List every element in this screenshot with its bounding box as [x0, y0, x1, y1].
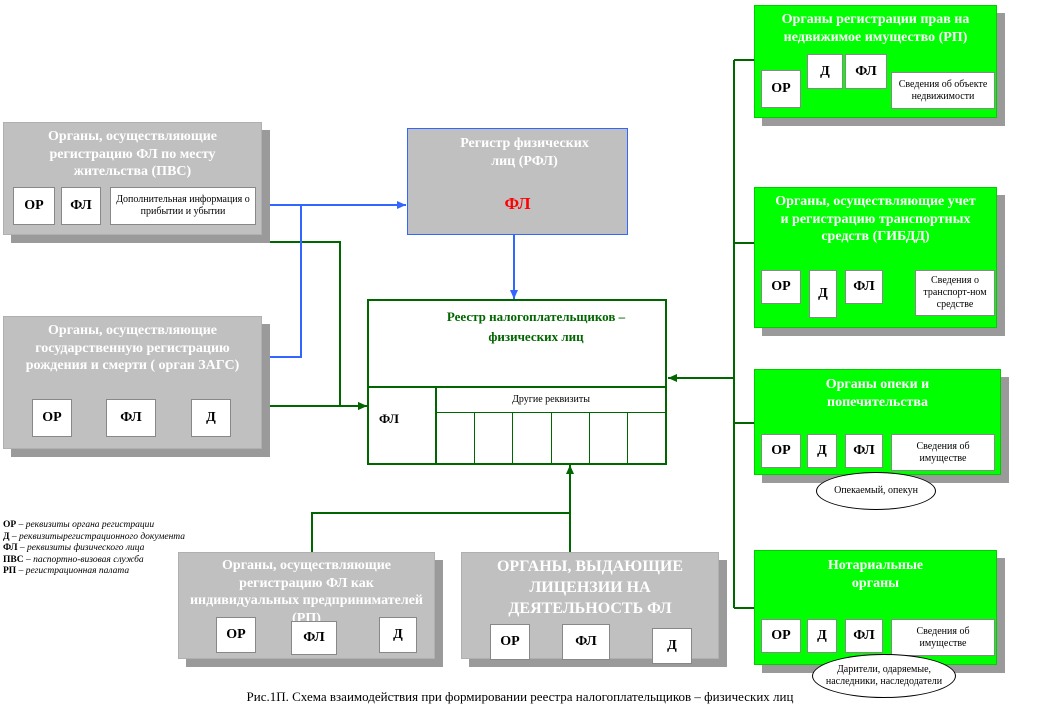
notary-cell-or: ОР	[761, 619, 801, 653]
gibdd-cell-or: ОР	[761, 270, 801, 304]
lic-title: ОРГАНЫ, ВЫДАЮЩИЕ ЛИЦЕНЗИИ НА ДЕЯТЕЛЬНОСТ…	[496, 558, 683, 617]
zags-cell-or: ОР	[32, 399, 72, 437]
pvs-box: Органы, осуществляющие регистрацию ФЛ по…	[3, 122, 262, 235]
zags-title: Органы, осуществляющие государственную р…	[25, 323, 240, 373]
pvs-cell-or: ОР	[13, 187, 55, 225]
opeka-cell-d: Д	[807, 434, 837, 468]
gibdd-box: Органы, осуществляющие учет и регистраци…	[754, 187, 997, 328]
rp-cell-info: Сведения об объекте недвижимости	[891, 72, 995, 109]
rp-title: Органы регистрации прав на недвижимое им…	[781, 12, 970, 45]
rp-cell-d: Д	[807, 54, 843, 89]
lic-box: ОРГАНЫ, ВЫДАЮЩИЕ ЛИЦЕНЗИИ НА ДЕЯТЕЛЬНОСТ…	[461, 552, 719, 664]
legend-item: ФЛ – реквизиты физического лица	[3, 543, 145, 553]
registry-box: Реестр налогоплательщиков – физических л…	[367, 299, 667, 465]
bottom-to-registry-arrow	[311, 465, 574, 552]
pvs-cell-info: Дополнительная информация о прибытии и у…	[110, 187, 256, 225]
legend-item: РП – регистрационная палата	[3, 566, 130, 576]
ip-cell-fl: ФЛ	[291, 621, 337, 655]
legend-item: ОР – реквизиты органа регистрации	[3, 520, 155, 530]
rfl-fl: ФЛ	[504, 194, 531, 213]
rfl-title: Регистр физических лиц (РФЛ)	[460, 136, 589, 169]
notary-cell-d: Д	[807, 619, 837, 653]
ip-cell-d: Д	[379, 617, 417, 653]
opeka-cell-info: Сведения об имуществе	[891, 434, 995, 471]
registry-title: Реестр налогоплательщиков – физических л…	[446, 309, 626, 344]
pvs-cell-fl: ФЛ	[61, 187, 101, 225]
opeka-ellipse: Опекаемый, опекун	[816, 472, 936, 510]
notary-cell-fl: ФЛ	[845, 619, 883, 653]
legend-item: ПВС – паспортно-визовая служба	[3, 554, 144, 565]
rp-box: Органы регистрации прав на недвижимое им…	[754, 5, 997, 118]
lic-cell-or: ОР	[490, 624, 530, 660]
zags-to-rfl-line	[264, 205, 302, 358]
pvs-title: Органы, осуществляющие регистрацию ФЛ по…	[48, 129, 217, 179]
gibdd-cell-d: Д	[809, 270, 837, 318]
notary-ellipse: Дарители, одаряемые, наследники, наследо…	[812, 654, 956, 698]
gibdd-cell-fl: ФЛ	[845, 270, 883, 304]
gibdd-cell-info: Сведения о транспорт-ном средстве	[915, 270, 995, 316]
registry-other: Другие реквизиты	[437, 388, 665, 413]
opeka-box: Органы опеки и попечительства ОР Д ФЛ Св…	[754, 369, 1001, 475]
notary-cell-info: Сведения об имуществе	[891, 619, 995, 656]
lic-cell-fl: ФЛ	[562, 624, 610, 660]
registry-grid	[437, 413, 665, 463]
notary-box: Нотариальные органы ОР Д ФЛ Сведения об …	[754, 550, 997, 665]
figure-caption: Рис.1П. Схема взаимодействия при формиро…	[246, 689, 794, 704]
pvs-to-registry-arrow	[264, 241, 367, 410]
legend: ОР – реквизиты органа регистрации Д – ре…	[3, 520, 185, 578]
zags-cell-d: Д	[191, 399, 231, 437]
rfl-box: Регистр физических лиц (РФЛ) ФЛ	[407, 128, 628, 235]
zags-box: Органы, осуществляющие государственную р…	[3, 316, 262, 449]
ip-box: Органы, осуществляющие регистрацию ФЛ ка…	[178, 552, 435, 659]
opeka-cell-fl: ФЛ	[845, 434, 883, 468]
rp-cell-fl: ФЛ	[845, 54, 887, 89]
notary-title: Нотариальные органы	[827, 558, 924, 591]
opeka-cell-or: ОР	[761, 434, 801, 468]
zags-cell-fl: ФЛ	[106, 399, 156, 437]
opeka-title: Органы опеки и попечительства	[825, 377, 930, 410]
lic-cell-d: Д	[652, 628, 692, 664]
rp-cell-or: ОР	[761, 70, 801, 108]
gibdd-title: Органы, осуществляющие учет и регистраци…	[775, 194, 976, 244]
ip-cell-or: ОР	[216, 617, 256, 653]
registry-fl: ФЛ	[379, 411, 399, 426]
legend-item: Д – реквизитырегистрационного документа	[3, 531, 186, 542]
